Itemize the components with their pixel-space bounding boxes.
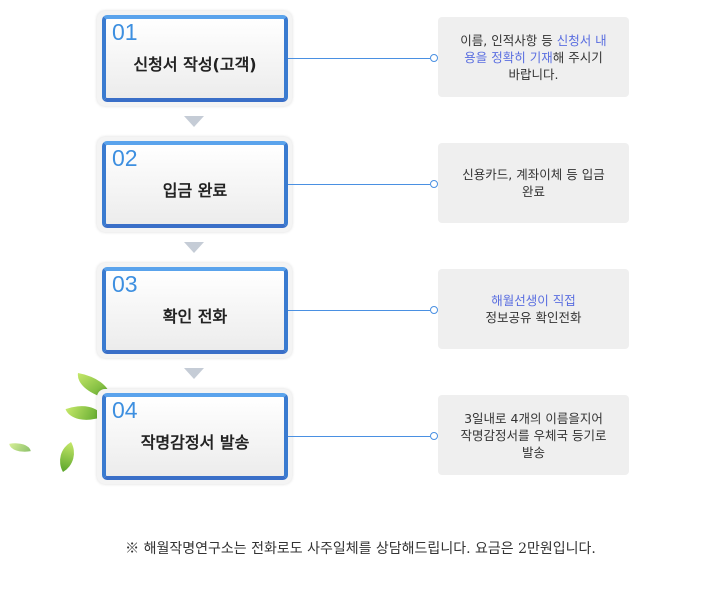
step-title: 확인 전화 — [162, 307, 228, 326]
highlight-text: 신청서 내용을 정확히 기재 — [464, 32, 607, 65]
step-number: 03 — [112, 271, 138, 297]
step-box: 03 확인 전화 — [97, 263, 292, 358]
step-inner: 01 신청서 작성(고객) — [102, 15, 288, 102]
footer-note: ※ 해월작명연구소는 전화로도 사주일체를 상담해드립니다. 요금은 2만원입니… — [125, 541, 596, 557]
connector-line — [288, 184, 430, 185]
description-text: 이름, 인적사항 등 — [460, 32, 557, 48]
step-description: 이름, 인적사항 등 신청서 내용을 정확히 기재해 주시기 바랍니다. — [438, 17, 629, 97]
description-text: 정보공유 확인전화 — [485, 310, 582, 325]
step-title: 신청서 작성(고객) — [133, 55, 257, 74]
leaf-decoration — [51, 441, 83, 473]
down-arrow-icon — [184, 368, 204, 379]
step-number: 04 — [112, 397, 138, 423]
step-title: 작명감정서 발송 — [140, 433, 250, 452]
step-inner: 02 입금 완료 — [102, 141, 288, 228]
connector-line — [288, 58, 430, 59]
highlight-text: 해월선생이 직접 — [491, 293, 576, 308]
connector-dot — [430, 306, 438, 314]
step-title: 입금 완료 — [162, 181, 228, 200]
down-arrow-icon — [184, 116, 204, 127]
description-text: 해 주시기 바랍니다. — [508, 49, 603, 82]
connector-line — [288, 310, 430, 311]
connector-line — [288, 436, 430, 437]
step-description: 3일내로 4개의 이름을지어 작명감정서를 우체국 등기로 발송 — [438, 395, 629, 475]
step-number: 02 — [112, 145, 138, 171]
description-text: 3일내로 4개의 이름을지어 작명감정서를 우체국 등기로 발송 — [460, 410, 607, 460]
step-number: 01 — [112, 19, 138, 45]
step-box: 02 입금 완료 — [97, 137, 292, 232]
step-inner: 03 확인 전화 — [102, 267, 288, 354]
step-description: 해월선생이 직접 정보공유 확인전화 — [438, 269, 629, 349]
description-text: 신용카드, 계좌이체 등 입금완료 — [462, 167, 605, 199]
connector-dot — [430, 180, 438, 188]
leaf-decoration — [9, 440, 31, 455]
step-description: 신용카드, 계좌이체 등 입금완료 — [438, 143, 629, 223]
connector-dot — [430, 54, 438, 62]
down-arrow-icon — [184, 242, 204, 253]
step-box: 01 신청서 작성(고객) — [97, 11, 292, 106]
connector-dot — [430, 432, 438, 440]
